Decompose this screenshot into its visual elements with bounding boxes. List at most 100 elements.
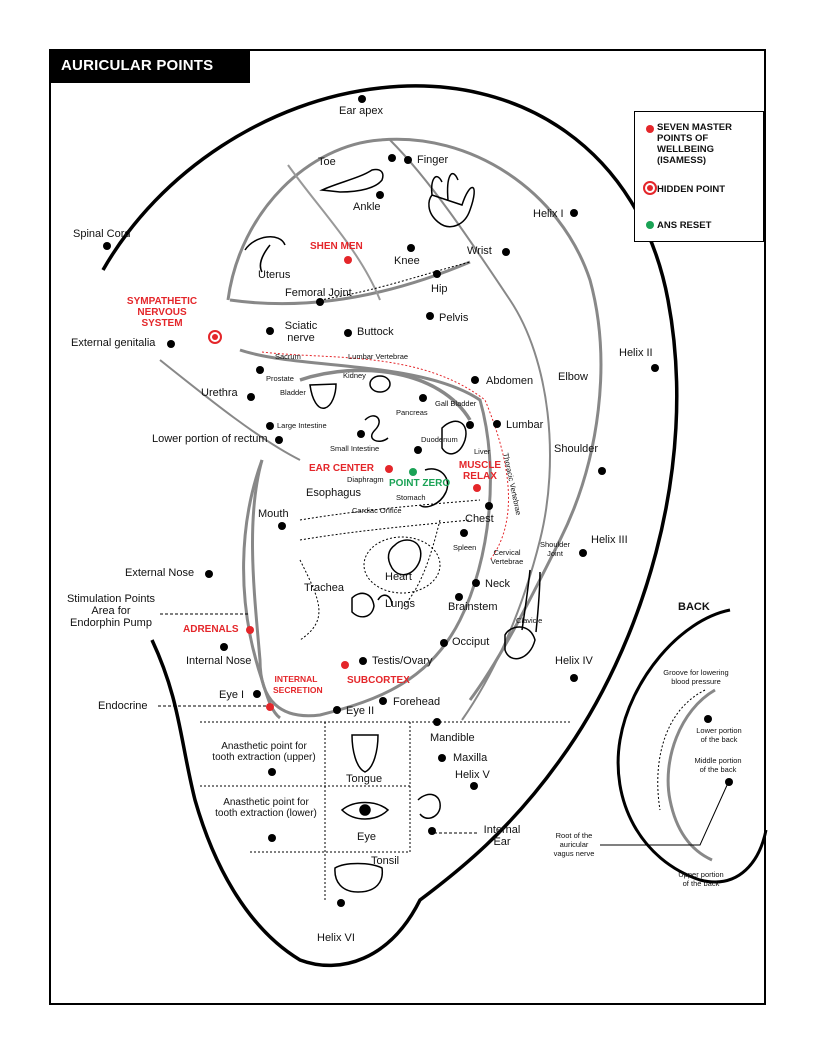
- point-occiput: [440, 639, 448, 647]
- point-liver: [466, 421, 474, 429]
- label-spinal-cord: Spinal Cord: [73, 228, 131, 240]
- label-eye-i: Eye I: [219, 689, 245, 701]
- point-duodenum: [414, 446, 422, 454]
- concha-inner: [299, 368, 472, 421]
- label-endocrine: Endocrine: [98, 700, 148, 712]
- label-external-nose: External Nose: [125, 567, 195, 579]
- label-hip: Hip: [431, 283, 448, 295]
- label-shen-men: SHEN MEN: [310, 241, 363, 252]
- point-brainstem: [455, 593, 463, 601]
- point-ear-center: [385, 465, 393, 473]
- label-heart: Heart: [385, 571, 412, 583]
- label-tongue: Tongue: [346, 773, 383, 785]
- point-shoulder: [598, 467, 606, 475]
- label-tonsil: Tonsil: [371, 855, 400, 867]
- point-helix-iii: [579, 549, 587, 557]
- label-middle-back: Middle portion of the back: [694, 756, 742, 774]
- label-sympathetic: SYMPATHETIC NERVOUS SYSTEM: [126, 296, 198, 329]
- label-muscle-relax: MUSCLE RELAX: [458, 460, 502, 482]
- point-abdomen: [471, 376, 479, 384]
- label-shoulder: Shoulder: [554, 443, 599, 455]
- point-sciatic: [266, 327, 274, 335]
- point-helix-ii: [651, 364, 659, 372]
- point-large-intestine: [266, 422, 274, 430]
- label-pancreas: Pancreas: [396, 408, 428, 417]
- label-lungs: Lungs: [385, 598, 415, 610]
- point-adrenals: [246, 626, 254, 634]
- label-brainstem: Brainstem: [448, 601, 498, 613]
- label-external-genitalia: External genitalia: [71, 337, 156, 349]
- label-helix-ii: Helix II: [619, 347, 653, 359]
- label-spleen: Spleen: [453, 543, 477, 552]
- point-gall-bladder: [419, 394, 427, 402]
- label-groove: Groove for lowering blood pressure: [663, 668, 729, 686]
- label-helix-iii: Helix III: [591, 534, 628, 546]
- label-anesthetic-upper: Anasthetic point for tooth extraction (u…: [212, 741, 316, 763]
- label-helix-iv: Helix IV: [555, 655, 593, 667]
- point-forehead: [379, 697, 387, 705]
- legend-hidden-label: HIDDEN POINT: [657, 184, 726, 195]
- label-pelvis: Pelvis: [439, 312, 469, 324]
- label-stomach: Stomach: [396, 493, 426, 502]
- point-testis-ovary: [359, 657, 367, 665]
- point-zero: [409, 468, 417, 476]
- label-back: BACK: [678, 601, 710, 613]
- leader-vagus: [600, 782, 729, 846]
- bladder-icon: [309, 383, 337, 409]
- heart-icon: [387, 539, 422, 576]
- label-ear-center: EAR CENTER: [309, 463, 375, 474]
- label-urethra: Urethra: [201, 387, 238, 399]
- concha: [239, 348, 492, 718]
- point-internal-ear: [428, 827, 436, 835]
- point-middle-back: [725, 778, 733, 786]
- point-chest: [485, 502, 493, 510]
- point-lower-back: [704, 715, 712, 723]
- point-anesthetic-upper: [268, 768, 276, 776]
- label-sacrum: Sacrum: [275, 352, 301, 361]
- label-stimulation: Stimulation Points Area for Endorphin Pu…: [66, 593, 156, 629]
- label-finger: Finger: [417, 154, 449, 166]
- label-occiput: Occiput: [452, 636, 490, 648]
- label-root-vagus: Root of the auricular vagus nerve: [553, 831, 595, 858]
- legend-master-label: SEVEN MASTER POINTS OF WELLBEING (ISAMES…: [657, 122, 732, 166]
- legend-hidden-icon: [643, 181, 657, 195]
- point-shen-men: [344, 256, 352, 264]
- intestine-icon: [364, 415, 389, 442]
- point-helix-v: [470, 782, 478, 790]
- point-helix-iv: [570, 674, 578, 682]
- point-helix-i: [570, 209, 578, 217]
- legend-ans-label: ANS RESET: [657, 220, 712, 231]
- label-subcortex: SUBCORTEX: [347, 675, 410, 686]
- ear-outline: [101, 84, 679, 968]
- point-finger: [404, 156, 412, 164]
- point-endocrine: [266, 703, 274, 711]
- helix-rim: [226, 137, 603, 701]
- label-neck: Neck: [485, 578, 511, 590]
- label-upper-back: Upper portion of the back: [678, 870, 724, 888]
- point-wrist: [502, 248, 510, 256]
- back-view-dotted: [657, 689, 706, 811]
- point-ear-apex: [358, 95, 366, 103]
- label-internal-secretion: INTERNAL SECRETION: [273, 674, 323, 695]
- label-diaphragm: Diaphragm: [347, 475, 384, 484]
- lobe-grid: [200, 721, 570, 900]
- label-lower-back: Lower portion of the back: [696, 726, 742, 744]
- label-gall-bladder: Gall Bladder: [435, 399, 477, 408]
- point-prostate: [256, 366, 264, 374]
- label-elbow: Elbow: [558, 371, 588, 383]
- label-uterus: Uterus: [258, 269, 291, 281]
- label-abdomen: Abdomen: [486, 375, 534, 387]
- back-view-groove: [666, 688, 716, 862]
- label-point-zero: POINT ZERO: [389, 478, 451, 489]
- point-external-genitalia: [167, 340, 175, 348]
- point-hip: [433, 270, 441, 278]
- point-helix-vi: [337, 899, 345, 907]
- label-anesthetic-lower: Anasthetic point for tooth extraction (l…: [215, 797, 317, 819]
- label-duodenum: Duodenum: [421, 435, 458, 444]
- point-femoral-joint: [316, 298, 324, 306]
- dotted-trachea: [299, 519, 441, 641]
- label-lumbar-vertebrae: Lumbar Vertebrae: [348, 352, 409, 361]
- label-helix-v: Helix V: [455, 769, 490, 781]
- lungs-icon: [351, 592, 393, 618]
- point-buttock: [344, 329, 352, 337]
